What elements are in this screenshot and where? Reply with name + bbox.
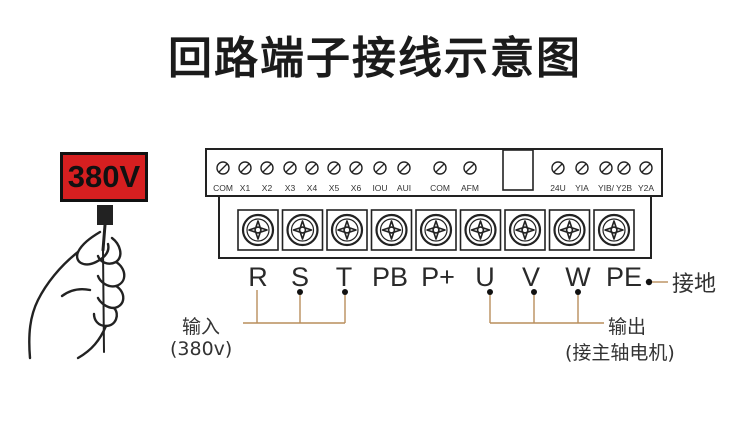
main-terminal-label-t: T xyxy=(335,262,353,292)
plug-body xyxy=(97,205,113,225)
output-label: 输出 xyxy=(608,316,647,338)
control-terminal-label: Y2B xyxy=(615,183,633,193)
main-terminal-screw xyxy=(237,209,279,251)
control-terminal-label: AUI xyxy=(396,183,412,193)
control-terminal-screw xyxy=(283,161,297,175)
voltage-badge: 380V xyxy=(60,152,148,202)
input-label: 输入 xyxy=(182,316,221,338)
control-terminal-screw xyxy=(617,161,631,175)
control-terminal-screw xyxy=(349,161,363,175)
control-terminal-screw xyxy=(238,161,252,175)
control-terminal-label: AFM xyxy=(461,183,479,193)
main-terminal-screw xyxy=(593,209,635,251)
output-motor-note: (接主轴电机) xyxy=(565,342,675,364)
input-wiring xyxy=(243,290,346,324)
control-terminal-screw xyxy=(575,161,589,175)
control-terminal-screw xyxy=(551,161,565,175)
main-terminal-label-w: W xyxy=(565,262,591,292)
hand-icon xyxy=(28,205,126,360)
main-terminal-screw xyxy=(548,209,591,251)
control-terminal-label: X4 xyxy=(306,183,318,193)
control-terminal-screw xyxy=(599,161,613,175)
control-terminal-label: COM xyxy=(430,183,450,193)
main-terminal-screw xyxy=(281,209,324,251)
main-terminal-screw xyxy=(504,209,546,251)
output-terminal-dots xyxy=(487,289,581,295)
control-terminal-label: X2 xyxy=(261,183,273,193)
control-terminal-screw xyxy=(463,161,477,175)
main-terminal-label-v: V xyxy=(521,262,540,292)
control-terminal-screw xyxy=(260,161,274,175)
input-voltage-note: (380v) xyxy=(170,338,233,360)
ground-label: 接地 xyxy=(672,272,717,297)
main-terminal-screw xyxy=(415,209,457,251)
control-terminal-screw xyxy=(327,161,341,175)
control-terminal-screw xyxy=(216,161,230,175)
control-terminal-label: X3 xyxy=(284,183,296,193)
diagram-title: 回路端子接线示意图 xyxy=(168,33,582,84)
main-terminal-label-pb: PB xyxy=(371,262,409,292)
connector-slot xyxy=(502,149,534,191)
control-terminal-screw xyxy=(373,161,387,175)
control-terminal-screw xyxy=(433,161,447,175)
ground-wiring xyxy=(645,278,668,286)
control-terminal-strip xyxy=(205,148,663,197)
output-wiring xyxy=(489,292,604,324)
main-terminal-label-r: R xyxy=(248,262,268,292)
control-terminal-label: Y2A xyxy=(637,183,655,193)
main-terminal-screw xyxy=(370,209,413,251)
control-terminal-label: YIA xyxy=(575,183,589,193)
main-terminal-screw xyxy=(459,209,502,251)
control-terminal-label: X1 xyxy=(239,183,251,193)
control-terminal-label: IOU xyxy=(372,183,388,193)
power-cord xyxy=(101,223,107,252)
control-terminal-screw xyxy=(305,161,319,175)
control-terminal-screw xyxy=(639,161,653,175)
main-terminal-block xyxy=(218,195,652,259)
main-terminal-label-pplus: P+ xyxy=(421,262,455,292)
control-terminal-label: X6 xyxy=(350,183,362,193)
main-terminal-label-u: U xyxy=(475,262,495,292)
control-terminal-label: 24U xyxy=(550,183,566,193)
main-terminal-screw xyxy=(326,209,368,251)
control-terminal-screw xyxy=(397,161,411,175)
control-terminal-label: YIB/ xyxy=(597,183,615,193)
input-terminal-dots xyxy=(297,289,348,295)
control-terminal-label: COM xyxy=(213,183,233,193)
control-terminal-label: X5 xyxy=(328,183,340,193)
main-terminal-label-s: S xyxy=(290,262,309,292)
main-terminal-label-pe: PE xyxy=(605,262,643,292)
